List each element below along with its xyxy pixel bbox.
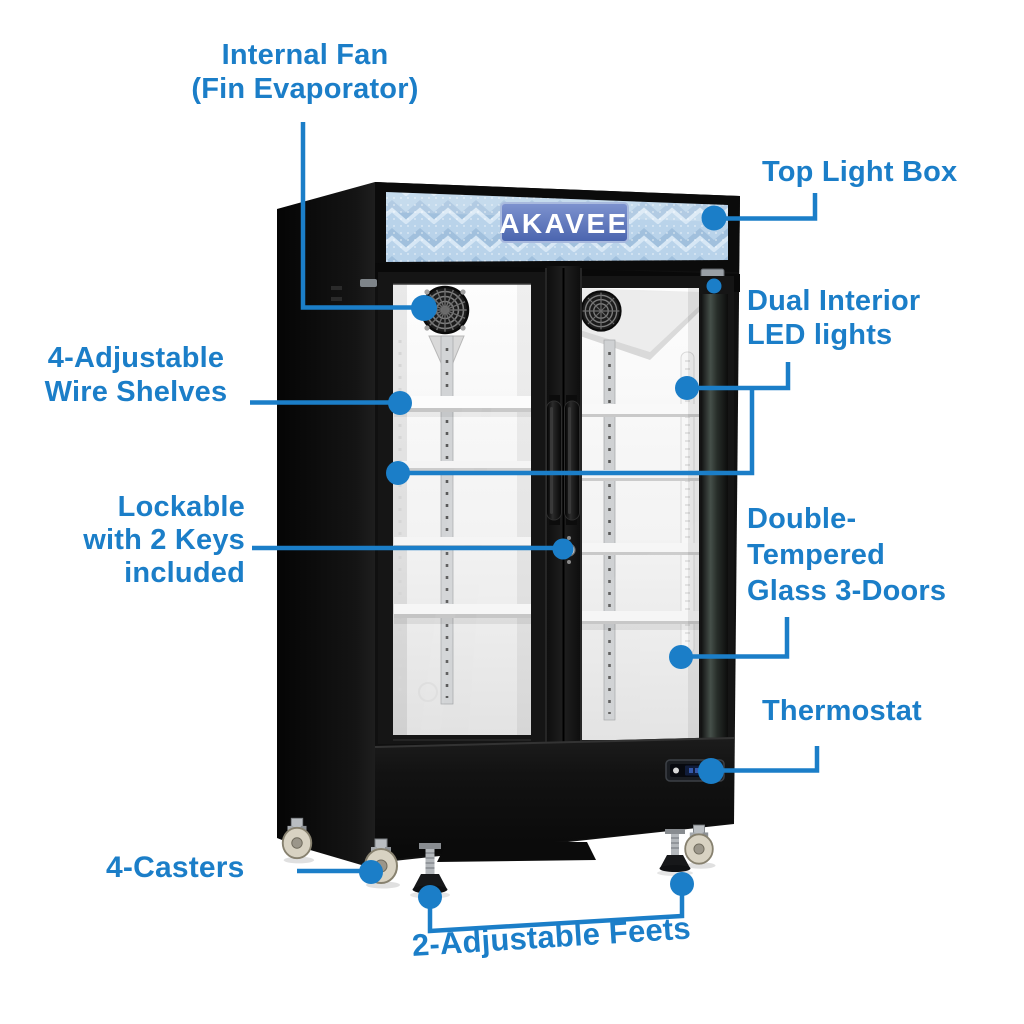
callout-connectors [250,122,820,934]
dot-dual-led-top [706,278,722,294]
callout-line: (Fin Evaporator) [191,73,419,105]
fan-grille-right [580,290,622,332]
callout-thermostat: Thermostat [762,694,922,728]
connector-thermostat [698,746,820,784]
dot-internal-fan [411,295,437,321]
brand-logo: AKAVEE [499,208,629,239]
left-door-interior [393,284,531,735]
callout-lockable: Lockable with 2 Keys included [30,491,245,590]
dot-casters [359,860,383,884]
callout-casters: 4-Casters [106,851,245,885]
dot-dual-led-right [675,376,699,400]
callout-line: LED lights [747,319,893,351]
glass-edge [701,294,728,740]
callout-dual-led: Dual Interior LED lights [747,284,920,352]
callout-line: Tempered [747,539,886,571]
dot-thermostat [698,758,724,784]
door-handle-right [564,400,580,521]
shelf-rail [603,339,616,721]
caster-wheel [684,824,716,869]
dot-wire-shelves [388,391,412,415]
connector-tempered-glass [669,617,790,669]
callout-line: Double- [747,503,857,535]
dot-tempered-glass [669,645,693,669]
dot-top-light-box [701,205,727,231]
callout-line: Glass 3-Doors [747,575,947,607]
brand-badge [500,202,629,243]
callout-line: 4-Adjustable [47,342,225,374]
callout-line: included [124,557,245,589]
callout-line: Lockable [117,491,245,523]
callout-internal-fan: Internal Fan (Fin Evaporator) [135,38,475,106]
callout-line: Wire Shelves [44,376,228,408]
callout-line: Internal Fan [221,39,389,71]
callout-line: Top Light Box [762,156,958,188]
dot-dual-led-left [386,461,410,485]
connector-top-light-box [701,193,818,231]
callout-line: 4-Casters [106,851,245,884]
caster-wheel [281,817,315,864]
connector-internal-fan [300,122,437,321]
connector-casters [297,860,383,884]
callout-wire-shelves: 4-Adjustable Wire Shelves [22,341,250,409]
cabinet-side-panel [277,182,375,869]
hinge-top-left [360,279,377,287]
callout-top-light-box: Top Light Box [762,155,957,189]
door-handle-left [546,400,562,521]
dot-foot-right [670,872,694,896]
callout-line: Thermostat [762,695,922,727]
connector-wire-shelves [250,391,412,415]
connector-lockable [252,538,574,560]
dot-foot-left [418,885,442,909]
right-door [579,276,734,748]
callout-line: with 2 Keys [83,524,245,556]
center-mullion [545,266,582,748]
connector-adjustable-feet [418,872,694,934]
connector-dual-led [386,278,791,485]
left-door [378,272,545,744]
fridge-illustration: AKAVEE [277,182,740,899]
callout-line: Dual Interior [747,285,921,317]
dot-lockable [552,538,574,560]
wire-shelves-right [580,404,699,630]
callout-tempered-glass: Double- Tempered Glass 3-Doors [747,501,946,609]
